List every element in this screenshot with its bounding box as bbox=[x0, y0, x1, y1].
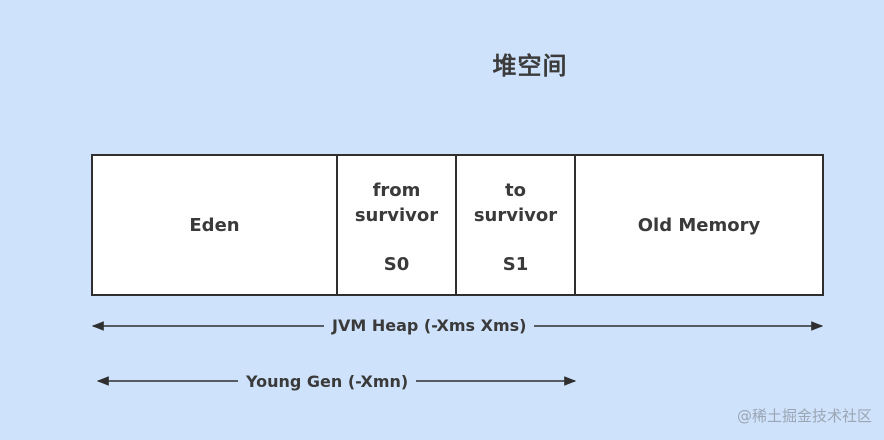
old-memory-region: Old Memory bbox=[574, 156, 822, 294]
diagram-title: 堆空间 bbox=[492, 52, 568, 80]
jvm-heap-label: JVM Heap (-Xms Xms) bbox=[324, 316, 535, 335]
from-survivor-line1: from bbox=[372, 180, 421, 201]
from-survivor-line2: survivor bbox=[354, 205, 439, 226]
to-survivor-line2: survivor bbox=[473, 205, 558, 226]
to-survivor-region: to survivor S1 bbox=[455, 156, 574, 294]
from-survivor-region: from survivor S0 bbox=[336, 156, 455, 294]
young-gen-label: Young Gen (-Xmn) bbox=[238, 372, 417, 391]
eden-label: Eden bbox=[189, 214, 240, 236]
to-survivor-line3: S1 bbox=[502, 254, 529, 275]
watermark: @稀土掘金技术社区 bbox=[736, 407, 872, 425]
old-memory-label: Old Memory bbox=[637, 214, 761, 236]
from-survivor-line3: S0 bbox=[383, 254, 410, 275]
eden-region: Eden bbox=[93, 156, 336, 294]
heap-box: Eden from survivor S0 to survivor S1 Old… bbox=[91, 154, 824, 296]
to-survivor-line1: to bbox=[505, 180, 526, 201]
